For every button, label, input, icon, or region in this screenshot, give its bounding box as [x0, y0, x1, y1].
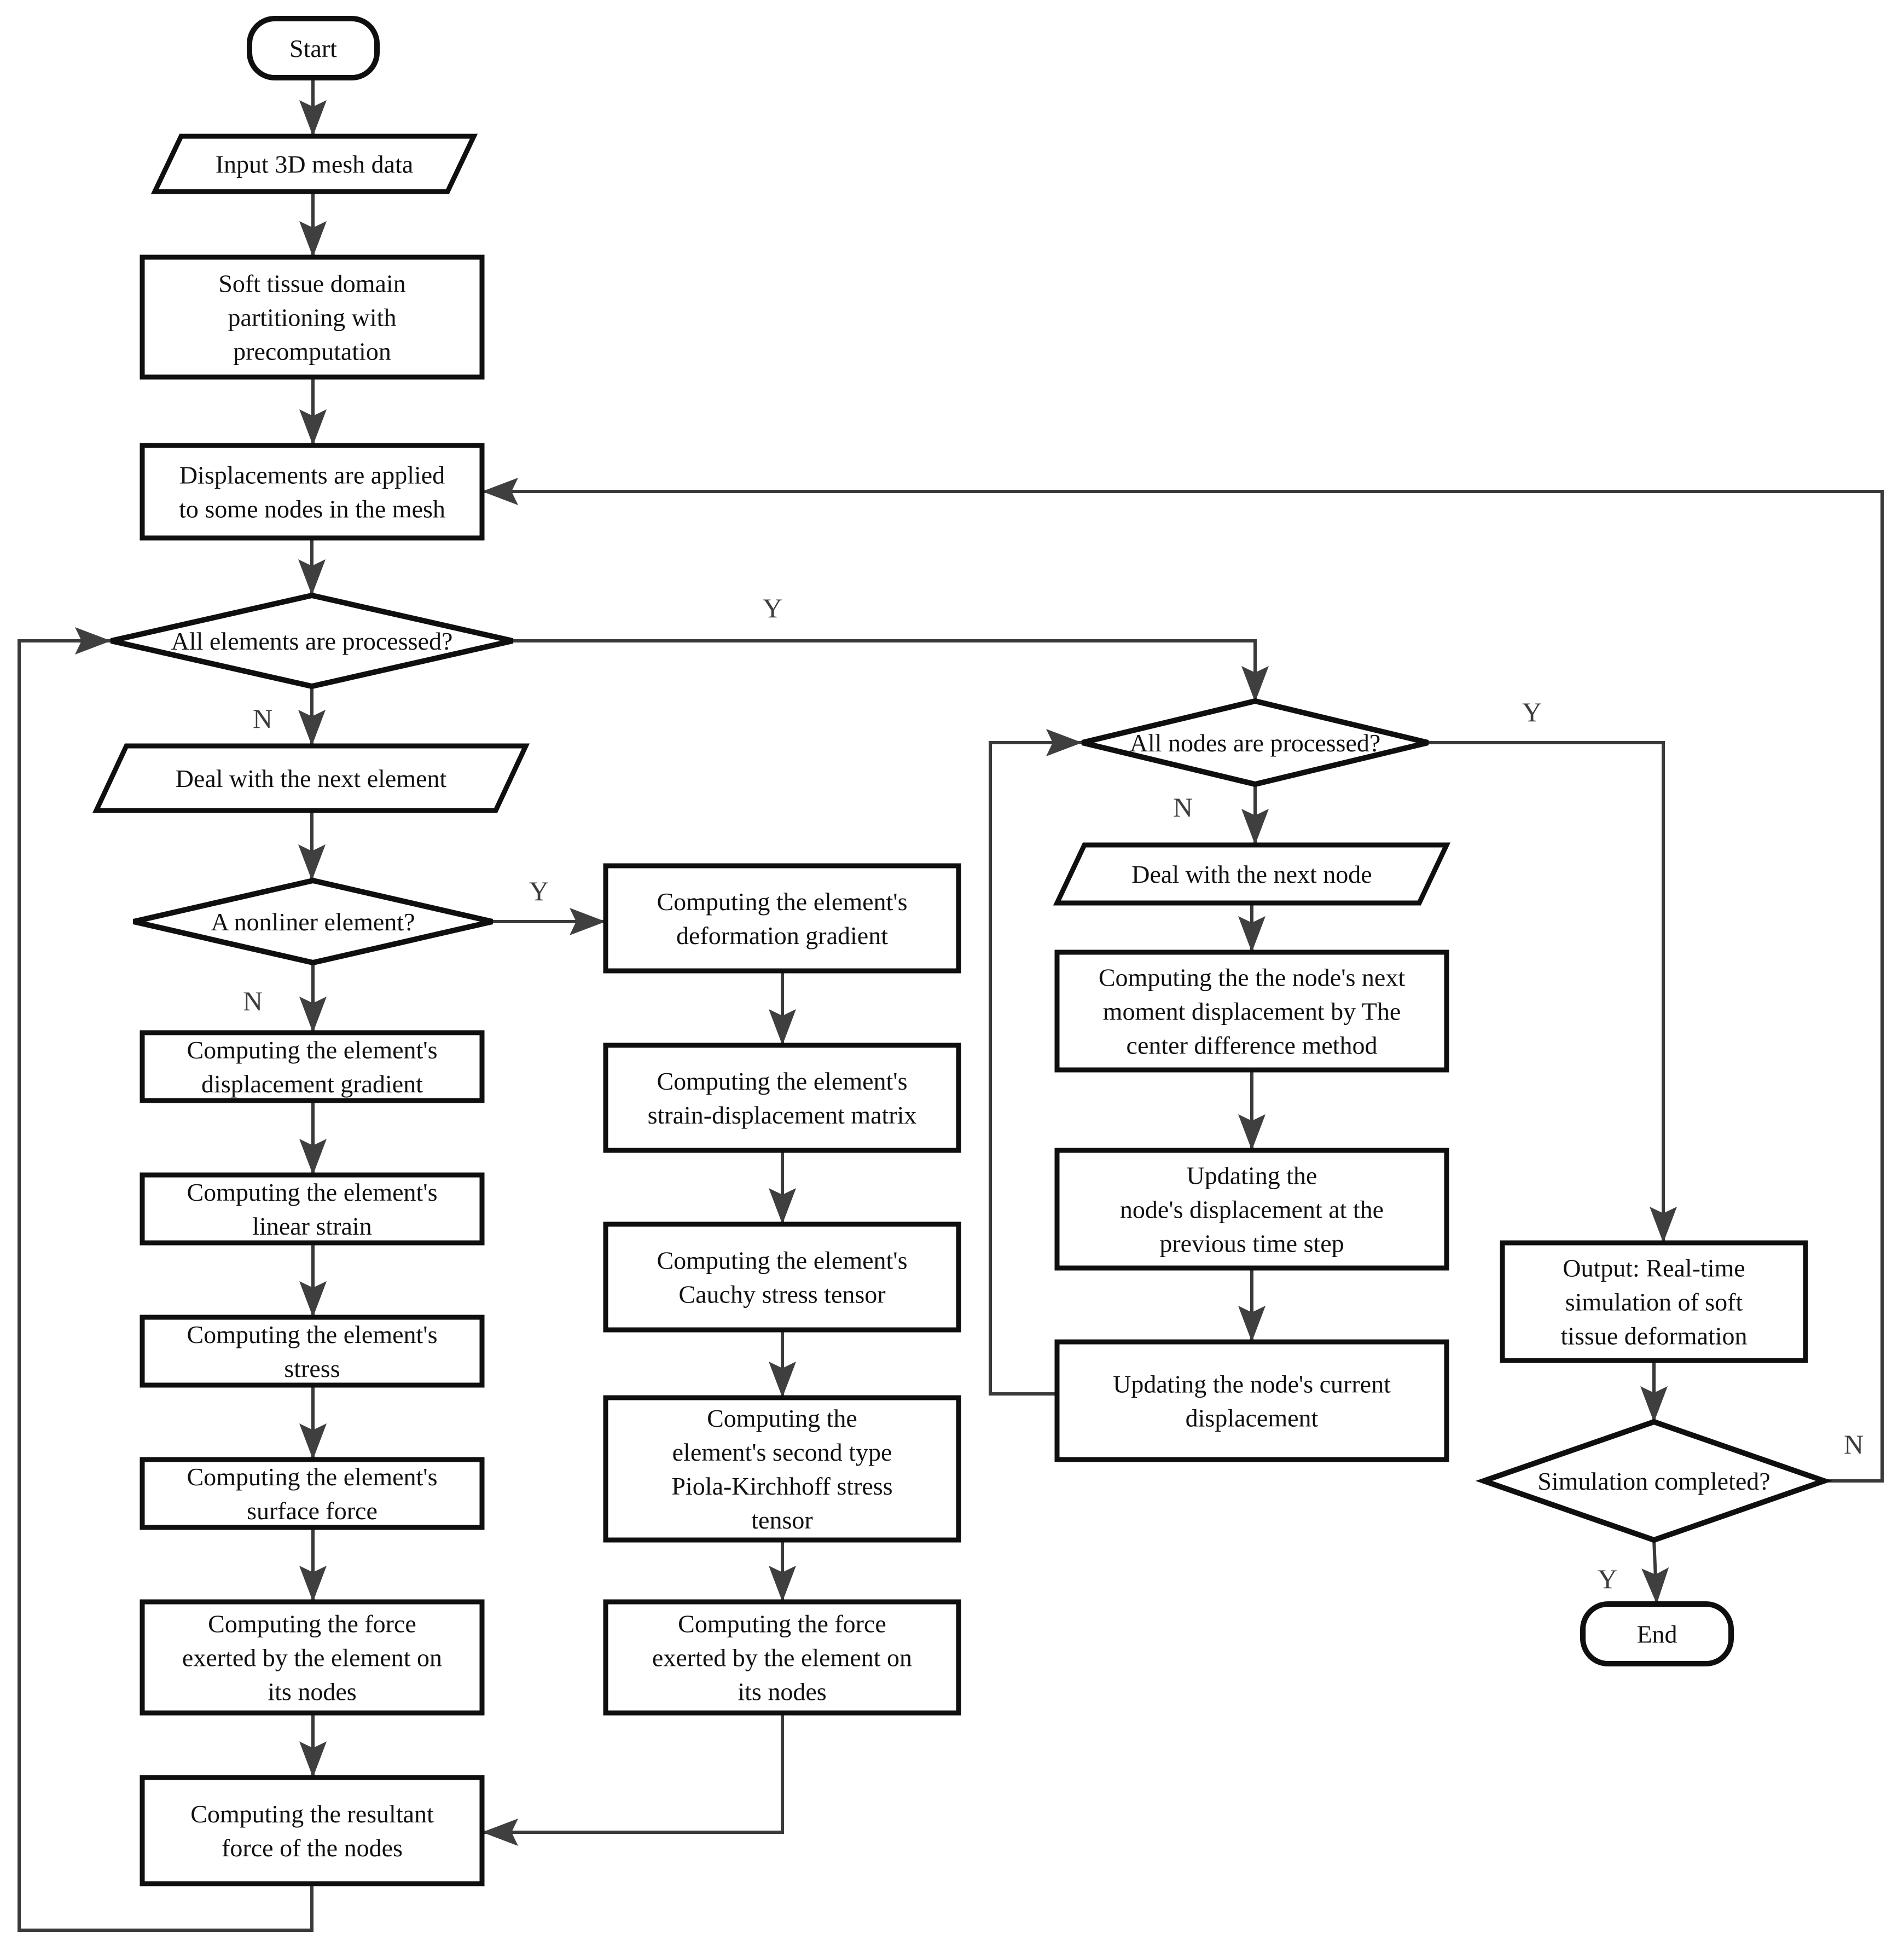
edge-label-e-sim-end: Y [1598, 1564, 1617, 1594]
dealnode-shape [1053, 842, 1451, 906]
dealelem-shape [92, 743, 530, 813]
edge-label-e-sim-disp: N [1844, 1429, 1864, 1460]
end-shape [1580, 1601, 1734, 1666]
input-shape [150, 134, 478, 194]
connector-sim-to-end [1641, 1539, 1669, 1605]
straindisp-shape [603, 1043, 961, 1153]
deform-shape [603, 863, 961, 974]
edges-layer [18, 78, 1884, 1932]
sim-label: Simulation completed? [1537, 1467, 1770, 1495]
output-shape [1500, 1240, 1808, 1363]
edge-label-e-nonliner-deform: Y [529, 876, 549, 906]
connector-sim-to-disp [482, 478, 1884, 1483]
forceM-shape [603, 1599, 961, 1716]
connector-forceM-to-resultant [482, 1713, 784, 1846]
forceL-shape [140, 1599, 485, 1716]
connector-allnodes-to-output [1428, 741, 1677, 1243]
sim-shape [1475, 1419, 1833, 1543]
edge-labels-layer: N N Y Y N Y Y N [243, 593, 1864, 1594]
dealnode-label: Deal with the next node [1131, 860, 1372, 888]
connector-updcurr-to-allnodes [989, 729, 1082, 1396]
nonliner-shape [132, 877, 494, 966]
nonliner-label: A nonliner element? [211, 908, 415, 936]
edge-label-e-allelem-allnodes: Y [763, 593, 782, 623]
nextmoment-shape [1054, 950, 1449, 1073]
node-nonliner: A nonliner element? [132, 877, 494, 966]
allelem-label: All elements are processed? [171, 627, 453, 655]
allnodes-label: All nodes are processed? [1130, 729, 1381, 757]
start-label: Start [289, 34, 337, 62]
resultant-shape [140, 1775, 485, 1886]
cauchy-shape [603, 1221, 961, 1333]
linstrain-shape [140, 1172, 485, 1246]
updprev-shape [1054, 1148, 1449, 1271]
allnodes-shape [1081, 698, 1429, 788]
dispgrad-shape [140, 1030, 485, 1103]
piola-shape [603, 1395, 961, 1543]
dealelem-label: Deal with the next element [176, 765, 447, 792]
edge-label-e-allelem-dealelem: N [253, 703, 272, 734]
start-shape [247, 16, 380, 80]
disp-shape [140, 443, 485, 541]
soft-shape [140, 254, 485, 380]
input-label: Input 3D mesh data [216, 150, 414, 178]
node-allnodes: All nodes are processed? [1081, 698, 1429, 788]
end-label: End [1636, 1620, 1677, 1648]
updcurr-shape [1054, 1339, 1449, 1462]
node-start: Start [247, 16, 380, 80]
connector-resultant-to-allelem [18, 627, 314, 1932]
node-allelem: All elements are processed? [110, 592, 514, 690]
edge-label-e-allnodes-dealnode: N [1173, 792, 1193, 823]
node-dealelem: Deal with the next element [92, 743, 530, 813]
node-dealnode: Deal with the next node [1053, 842, 1451, 906]
node-input: Input 3D mesh data [150, 134, 478, 194]
allelem-shape [110, 592, 514, 690]
edge-label-e-nonliner-dispgrad: N [243, 986, 263, 1016]
surface-shape [140, 1457, 485, 1530]
node-end: End [1580, 1601, 1734, 1666]
connector-allelem-to-allnodes [513, 639, 1269, 702]
edge-label-e-allnodes-output: Y [1522, 697, 1542, 727]
node-sim: Simulation completed? [1475, 1419, 1833, 1543]
stress-shape [140, 1315, 485, 1388]
